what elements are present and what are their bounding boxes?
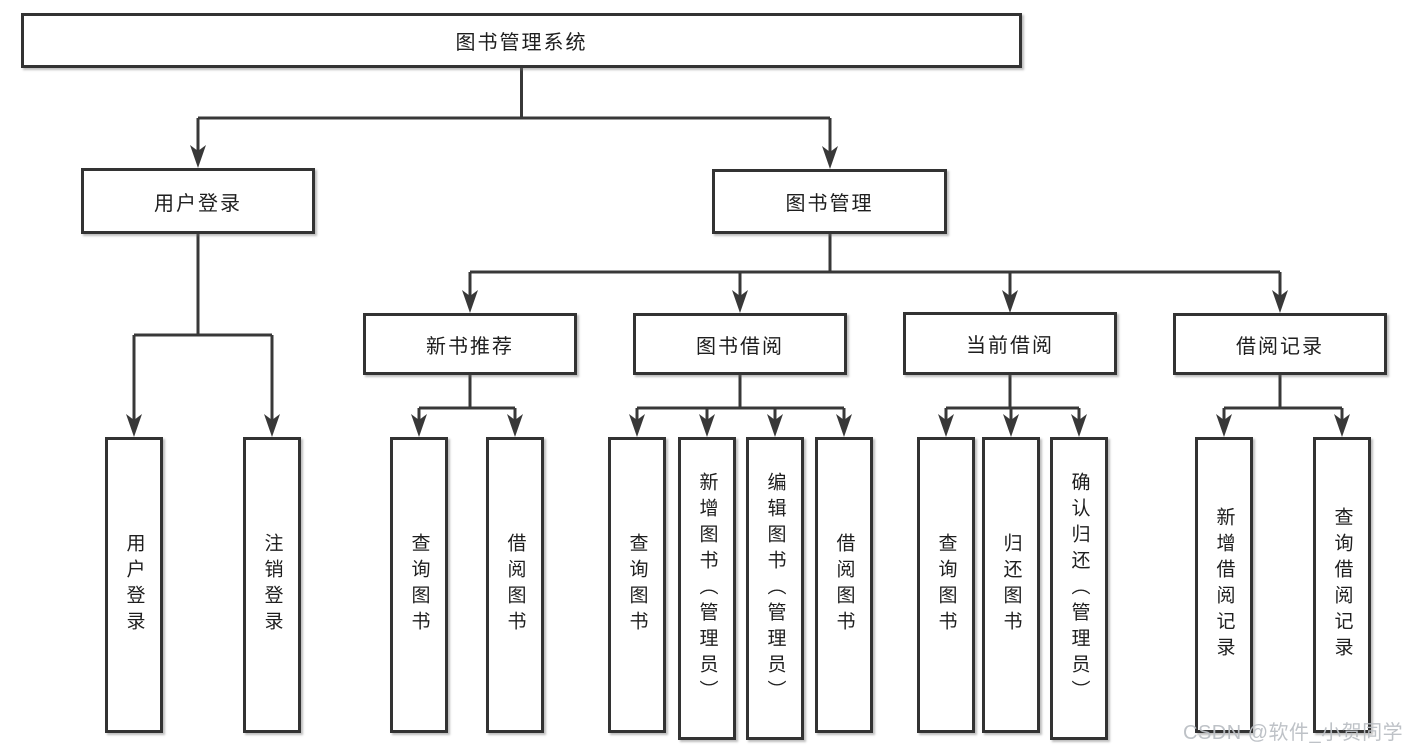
leaf-add-borrow-record-label: 新增借阅记录 — [1213, 507, 1235, 663]
leaf-user-login: 用户登录 — [105, 437, 163, 733]
node-book-management: 图书管理 — [712, 169, 947, 234]
leaf-borrow-books-label: 借阅图书 — [833, 533, 855, 637]
leaf-query-books-current: 查询图书 — [917, 437, 975, 733]
leaf-query-borrow-record: 查询借阅记录 — [1313, 437, 1371, 733]
node-book-borrowing: 图书借阅 — [633, 313, 847, 375]
node-borrowing-records: 借阅记录 — [1173, 313, 1387, 375]
leaf-edit-book-admin-label: 编辑图书（管理员） — [764, 471, 786, 706]
node-book-management-label: 图书管理 — [785, 193, 874, 215]
leaf-query-books-current-label: 查询图书 — [935, 533, 957, 637]
node-root: 图书管理系统 — [21, 13, 1022, 68]
node-new-book-recommend-label: 新书推荐 — [426, 335, 514, 358]
leaf-borrow-books-recommend-label: 借阅图书 — [504, 533, 526, 637]
leaf-borrow-books: 借阅图书 — [815, 437, 873, 733]
leaf-confirm-return-admin-label: 确认归还（管理员） — [1068, 471, 1090, 706]
node-root-label: 图书管理系统 — [455, 32, 588, 54]
node-user-login: 用户登录 — [81, 168, 315, 234]
leaf-query-books-borrow-label: 查询图书 — [626, 533, 648, 637]
leaf-query-books-recommend: 查询图书 — [390, 437, 448, 733]
leaf-logout-label: 注销登录 — [261, 533, 283, 637]
leaf-edit-book-admin: 编辑图书（管理员） — [746, 437, 804, 740]
node-book-borrowing-label: 图书借阅 — [696, 335, 784, 358]
leaf-query-borrow-record-label: 查询借阅记录 — [1331, 507, 1353, 663]
node-borrowing-records-label: 借阅记录 — [1236, 335, 1324, 358]
leaf-add-book-admin: 新增图书（管理员） — [678, 437, 736, 740]
leaf-return-books-label: 归还图书 — [1000, 533, 1022, 637]
leaf-query-books-recommend-label: 查询图书 — [408, 533, 430, 637]
node-user-login-label: 用户登录 — [154, 192, 242, 215]
node-new-book-recommend: 新书推荐 — [363, 313, 577, 375]
leaf-user-login-label: 用户登录 — [123, 533, 145, 637]
leaf-confirm-return-admin: 确认归还（管理员） — [1050, 437, 1108, 740]
leaf-add-book-admin-label: 新增图书（管理员） — [696, 471, 718, 706]
leaf-add-borrow-record: 新增借阅记录 — [1195, 437, 1253, 733]
leaf-query-books-borrow: 查询图书 — [608, 437, 666, 733]
node-current-borrowing-label: 当前借阅 — [966, 335, 1054, 357]
watermark-text: CSDN @软件_小贺同学 — [1183, 722, 1404, 744]
leaf-return-books: 归还图书 — [982, 437, 1040, 733]
leaf-logout: 注销登录 — [243, 437, 301, 733]
leaf-borrow-books-recommend: 借阅图书 — [486, 437, 544, 733]
node-current-borrowing: 当前借阅 — [903, 312, 1117, 375]
